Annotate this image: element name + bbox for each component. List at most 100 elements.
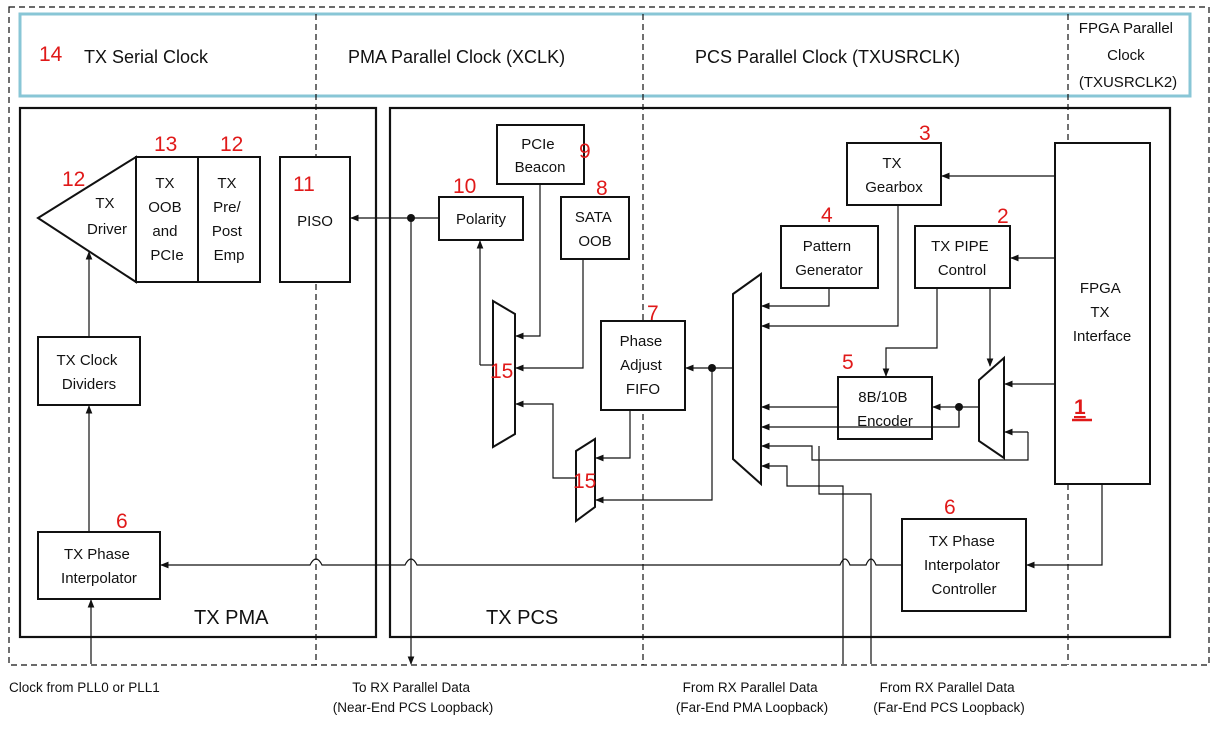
tx-phase-interpolator-line-1: TX Phase <box>64 546 130 563</box>
tx-driver-line-2: Driver <box>87 221 127 238</box>
annotation-1: 1 <box>1074 396 1086 419</box>
pattern-generator-line-1: Pattern <box>803 238 851 255</box>
tx-phase-interpolator-label: TX Phase Interpolator <box>61 546 137 587</box>
wire-far-end-pcs-loopback <box>818 446 872 664</box>
tx-oob-line-1: TX <box>155 175 174 192</box>
tx-clock-dividers-label: TX Clock Dividers <box>56 352 121 393</box>
wire-gearbox-to-mux <box>761 205 899 330</box>
wire-beacon-to-mux <box>515 184 541 340</box>
clock-fpga-parallel-label: FPGA Parallel Clock (TXUSRCLK2) <box>1079 20 1177 91</box>
footer-far-end-pma-loopback: From RX Parallel Data (Far-End PMA Loopb… <box>676 680 828 715</box>
outer-dashed-frame <box>8 6 1210 666</box>
annotation-3: 3 <box>919 122 931 145</box>
tx-clock-dividers-line-1: TX Clock <box>56 352 117 369</box>
pcie-beacon-line-2: Beacon <box>515 159 566 176</box>
tx-pcs-frame <box>388 106 1172 639</box>
sata-oob-block <box>560 196 630 260</box>
footer-far-pcs-line-2: (Far-End PCS Loopback) <box>873 700 1025 715</box>
pcie-beacon-block <box>496 124 585 185</box>
clock-pcs-parallel-label: PCS Parallel Clock (TXUSRCLK) <box>695 47 960 67</box>
pi-controller-line-3: Controller <box>931 581 996 598</box>
mux-main-center <box>732 272 762 487</box>
annotation-15-upper: 15 <box>490 360 513 383</box>
encoder-block <box>837 376 933 440</box>
wire-pi-controller-to-pi <box>160 558 902 569</box>
tx-phase-interpolator-controller-block <box>901 518 1027 612</box>
wire-small-mux-to-large-mux <box>515 400 576 479</box>
phase-adjust-fifo-label: Phase Adjust FIFO <box>620 333 667 398</box>
tx-phase-interpolator-block <box>37 531 161 600</box>
clock-domain-band <box>18 12 1192 98</box>
fpga-tx-interface-block <box>1054 142 1151 485</box>
pattern-generator-block <box>780 225 879 289</box>
pi-controller-line-2: Interpolator <box>924 557 1000 574</box>
sata-oob-line-2: OOB <box>578 233 611 250</box>
pcie-beacon-line-1: PCIe <box>521 136 554 153</box>
wire-bypass-to-small-mux <box>595 368 713 504</box>
tx-pipe-control-line-2: Control <box>938 262 986 279</box>
footer-pll-clock: Clock from PLL0 or PLL1 <box>9 680 160 695</box>
wire-patgen-to-mux <box>761 288 830 310</box>
tx-pcs-label: TX PCS <box>486 607 558 629</box>
phase-adjust-fifo-block <box>600 320 686 411</box>
tx-oob-pcie-block <box>135 156 199 283</box>
pattern-generator-label: Pattern Generator <box>795 238 863 279</box>
tx-gearbox-label: TX Gearbox <box>865 155 923 196</box>
tx-driver-line-1: TX <box>95 195 114 212</box>
tx-pipe-control-block <box>914 225 1011 289</box>
footer-near-end-line-2: (Near-End PCS Loopback) <box>333 700 494 715</box>
encoder-line-1: 8B/10B <box>858 389 907 406</box>
tx-phase-interpolator-controller-label: TX Phase Interpolator Controller <box>924 533 1004 598</box>
footer-far-end-pcs-loopback: From RX Parallel Data (Far-End PCS Loopb… <box>873 680 1025 715</box>
pattern-generator-line-2: Generator <box>795 262 863 279</box>
tx-phase-interpolator-line-2: Interpolator <box>61 570 137 587</box>
tx-oob-line-4: PCIe <box>150 247 183 264</box>
tx-driver-triangle <box>36 155 137 284</box>
wire-pipe-to-encoder <box>882 288 938 377</box>
annotation-9: 9 <box>579 140 591 163</box>
tx-pma-label: TX PMA <box>194 607 269 629</box>
tx-oob-pcie-label: TX OOB and PCIe <box>148 175 186 264</box>
tx-emp-line-4: Emp <box>214 247 245 264</box>
annotation-2: 2 <box>997 205 1009 228</box>
phase-adjust-line-1: Phase <box>620 333 663 350</box>
footer-near-end-loopback: To RX Parallel Data (Near-End PCS Loopba… <box>333 680 494 715</box>
tx-pma-frame <box>18 106 378 639</box>
annotation-14: 14 <box>39 43 63 66</box>
sata-oob-line-1: SATA <box>575 209 612 226</box>
annotation-6-pcs: 6 <box>944 496 956 519</box>
fpga-tx-interface-line-2: TX <box>1090 304 1109 321</box>
tx-clock-dividers-block <box>37 336 141 406</box>
wire-fpga-to-pi-controller <box>1026 484 1103 569</box>
sata-oob-label: SATA OOB <box>575 209 615 250</box>
annotation-12-emp: 12 <box>220 133 243 156</box>
footer-far-pcs-line-1: From RX Parallel Data <box>880 680 1016 695</box>
tx-clock-dividers-line-2: Dividers <box>62 376 116 393</box>
polarity-label: Polarity <box>456 211 507 228</box>
annotation-7: 7 <box>647 302 659 325</box>
annotation-15-lower: 15 <box>573 470 596 493</box>
encoder-line-2: Encoder <box>857 413 913 430</box>
wire-fifo-to-small-mux <box>595 410 631 462</box>
clock-pma-parallel-label: PMA Parallel Clock (XCLK) <box>348 47 565 67</box>
tx-gearbox-line-2: Gearbox <box>865 179 923 196</box>
wire-far-end-pma-loopback <box>761 462 844 664</box>
piso-block <box>279 156 351 283</box>
annotation-10: 10 <box>453 175 476 198</box>
annotation-13: 13 <box>154 133 177 156</box>
annotation-5: 5 <box>842 351 854 374</box>
annotation-12-driver: 12 <box>62 168 85 191</box>
pcie-beacon-label: PCIe Beacon <box>515 136 566 176</box>
phase-adjust-line-2: Adjust <box>620 357 663 374</box>
tx-emp-line-1: TX <box>217 175 236 192</box>
tx-pipe-control-label: TX PIPE Control <box>931 238 993 279</box>
annotation-8: 8 <box>596 177 608 200</box>
footer-far-pma-line-1: From RX Parallel Data <box>683 680 819 695</box>
annotation-11: 11 <box>293 173 315 196</box>
tx-emp-line-3: Post <box>212 223 243 240</box>
wire-right-mux-to-mux <box>761 432 1029 461</box>
clock-tx-serial-label: TX Serial Clock <box>84 47 209 67</box>
footer-near-end-line-1: To RX Parallel Data <box>352 680 470 695</box>
mux-large-left <box>492 299 516 449</box>
